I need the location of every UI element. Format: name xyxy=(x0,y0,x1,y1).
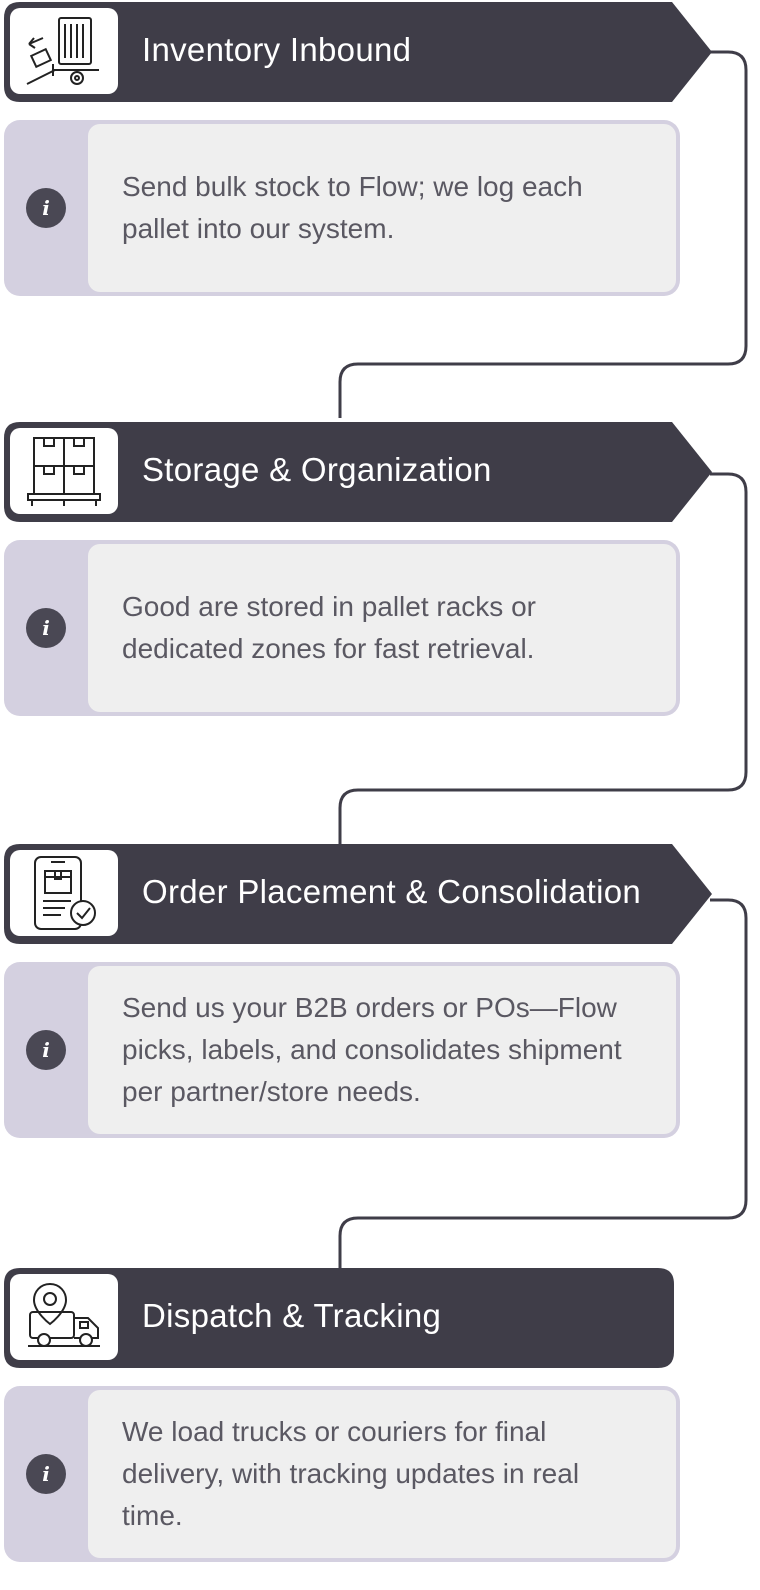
step-header-shape xyxy=(4,2,712,102)
step-description-card: i Send us your B2B orders or POs—Flow pi… xyxy=(4,962,680,1138)
step-description-card: i Send bulk stock to Flow; we log each p… xyxy=(4,120,680,296)
info-icon: i xyxy=(26,608,66,648)
info-icon: i xyxy=(26,188,66,228)
inbound-truck-icon xyxy=(10,8,118,94)
step-header: Dispatch & Tracking xyxy=(4,1268,716,1368)
card-body: Good are stored in pallet racks or dedic… xyxy=(88,544,676,712)
step-title: Dispatch & Tracking xyxy=(142,1297,442,1334)
step-description: Good are stored in pallet racks or dedic… xyxy=(122,591,536,664)
pallet-boxes-icon xyxy=(10,428,118,514)
connector-1-2 xyxy=(338,50,748,418)
card-body: Send us your B2B orders or POs—Flow pick… xyxy=(88,966,676,1134)
step-header-shape xyxy=(4,422,712,522)
delivery-truck-location-icon xyxy=(10,1274,118,1360)
step-header: Order Placement & Consolidation xyxy=(4,844,716,944)
step-description-card: i Good are stored in pallet racks or ded… xyxy=(4,540,680,716)
step-header: Storage & Organization xyxy=(4,422,716,522)
step-title: Storage & Organization xyxy=(142,451,492,488)
step-title: Order Placement & Consolidation xyxy=(142,873,642,910)
step-header-shape xyxy=(4,1268,674,1368)
card-body: We load trucks or couriers for final del… xyxy=(88,1390,676,1558)
step-header-shape xyxy=(4,844,712,944)
connector-2-3 xyxy=(338,472,748,846)
connector-3-4 xyxy=(338,898,748,1276)
info-icon: i xyxy=(26,1030,66,1070)
step-header: Inventory Inbound xyxy=(4,2,716,102)
step-description: We load trucks or couriers for final del… xyxy=(122,1416,580,1531)
step-description-card: i We load trucks or couriers for final d… xyxy=(4,1386,680,1562)
step-description: Send us your B2B orders or POs—Flow pick… xyxy=(122,992,622,1107)
mobile-order-icon xyxy=(10,850,118,936)
info-icon: i xyxy=(26,1454,66,1494)
card-body: Send bulk stock to Flow; we log each pal… xyxy=(88,124,676,292)
step-description: Send bulk stock to Flow; we log each pal… xyxy=(122,171,583,244)
step-title: Inventory Inbound xyxy=(142,31,412,68)
